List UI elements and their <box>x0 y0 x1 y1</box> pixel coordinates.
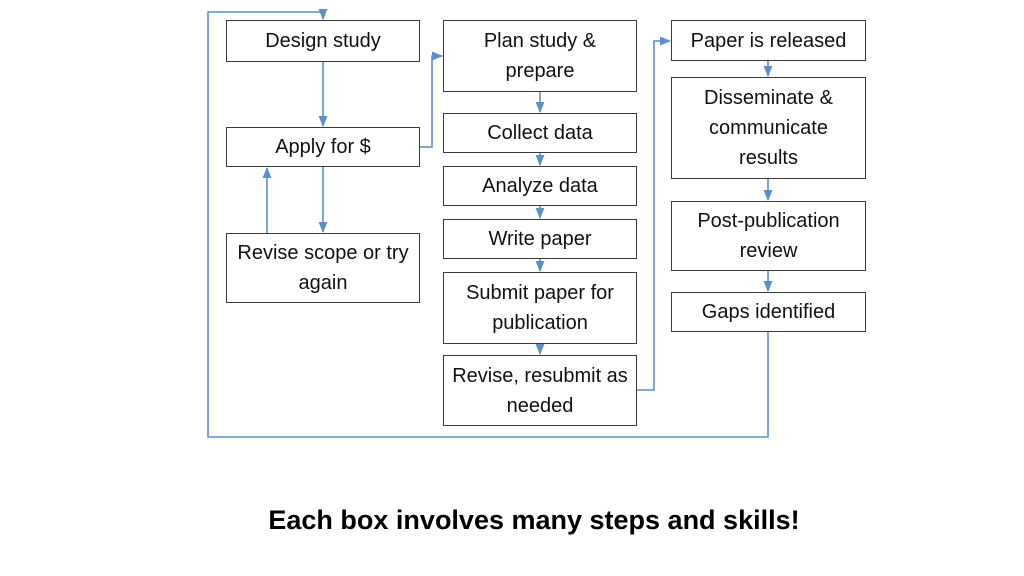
arrow-gaps-to-design-loop <box>207 8 769 438</box>
box-apply-for-funding-label: Apply for $ <box>275 136 371 158</box>
box-plan-study-label: Plan study & prepare <box>483 30 597 82</box>
box-submit-paper: Submit paper for publication <box>443 272 637 344</box>
box-collect-data: Collect data <box>443 113 637 153</box>
box-revise-resubmit: Revise, resubmit as needed <box>443 355 637 426</box>
box-collect-data-label: Collect data <box>487 122 593 144</box>
box-design-study: Design study <box>226 20 420 62</box>
box-post-publication-review: Post-publication review <box>671 201 866 271</box>
box-design-study-label: Design study <box>265 30 381 52</box>
box-revise-scope-label: Revise scope or try again <box>237 242 409 294</box>
arrow-resubmit-to-released <box>637 36 672 391</box>
box-revise-scope: Revise scope or try again <box>226 233 420 303</box>
box-write-paper-label: Write paper <box>488 228 592 250</box>
arrow-apply-to-plan <box>420 51 444 148</box>
box-analyze-data: Analyze data <box>443 166 637 206</box>
box-submit-paper-label: Submit paper for publication <box>466 282 614 334</box>
box-plan-study: Plan study & prepare <box>443 20 637 92</box>
box-paper-released-label: Paper is released <box>690 29 847 52</box>
box-write-paper: Write paper <box>443 219 637 259</box>
box-disseminate-results: Disseminate & communicate results <box>671 77 866 179</box>
box-analyze-data-label: Analyze data <box>482 175 598 197</box>
box-revise-resubmit-label: Revise, resubmit as needed <box>452 364 628 417</box>
caption: Each box involves many steps and skills! <box>268 505 800 535</box>
box-gaps-identified: Gaps identified <box>671 292 866 332</box>
box-apply-for-funding: Apply for $ <box>226 127 420 167</box>
box-paper-released: Paper is released <box>671 20 866 61</box>
box-disseminate-results-label: Disseminate & communicate results <box>704 87 833 169</box>
box-gaps-identified-label: Gaps identified <box>701 301 836 323</box>
box-post-publication-review-label: Post-publication review <box>697 210 840 262</box>
